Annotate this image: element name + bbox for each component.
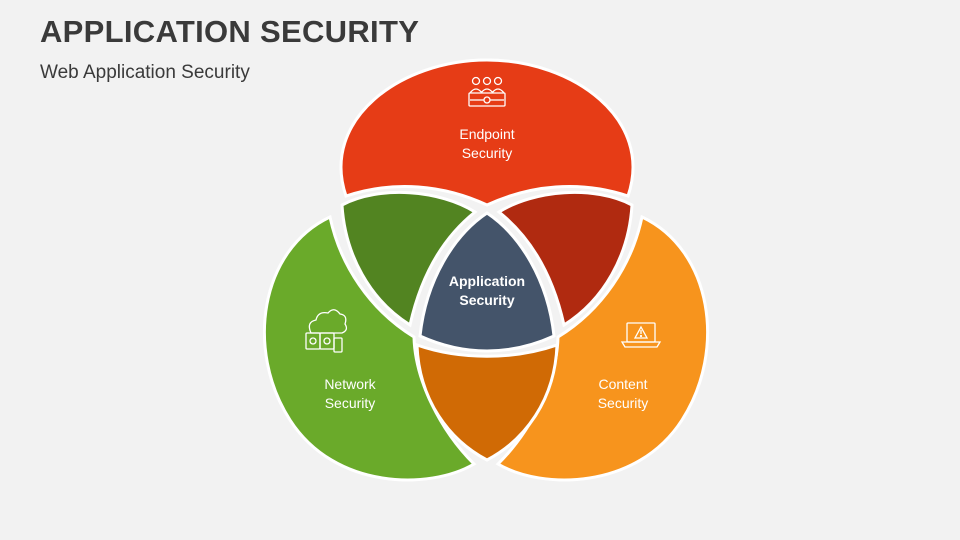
endpoint-security-segment <box>339 58 635 207</box>
content-label-line2: Security <box>598 395 649 411</box>
page-subtitle: Web Application Security <box>40 62 250 83</box>
endpoint-label-line2: Security <box>462 145 513 161</box>
overlap-endpoint-content <box>496 190 634 328</box>
overlap-endpoint-network <box>340 190 478 328</box>
content-label-line1: Content <box>598 376 647 392</box>
laptop-warning-icon <box>620 322 662 348</box>
network-security-segment <box>263 214 477 482</box>
people-network-icon <box>468 76 506 107</box>
page-title: APPLICATION SECURITY <box>40 14 420 49</box>
center-label-line1: Application <box>449 273 525 289</box>
content-security-segment <box>495 214 709 482</box>
network-label-line2: Security <box>325 395 376 411</box>
endpoint-label-line1: Endpoint <box>459 126 514 142</box>
overlap-network-content <box>415 342 559 462</box>
network-label-line1: Network <box>324 376 376 392</box>
cloud-network-icon <box>305 309 348 353</box>
center-application-security <box>418 211 556 353</box>
center-label-line2: Security <box>459 292 514 308</box>
